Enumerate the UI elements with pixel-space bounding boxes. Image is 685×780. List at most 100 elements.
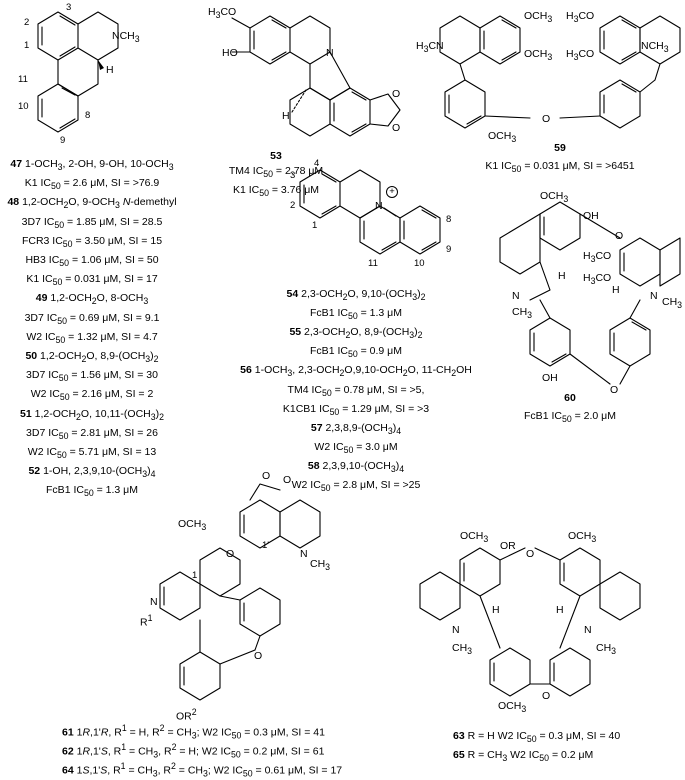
- atom-number-3: 3: [66, 2, 72, 13]
- list-item: 48 1,2-OCH2O, 9-OCH3 N-demethyl: [7, 196, 177, 211]
- list-item: 64 1S,1'S, R1 = CH3, R2 = CH3; W2 IC50 =…: [62, 761, 343, 779]
- list-item: K1 IC50 = 0.031 μM, SI = 17: [26, 273, 158, 288]
- h3co-label: H3CO: [583, 272, 612, 287]
- o-label: O: [254, 650, 263, 662]
- h-label: H: [612, 284, 620, 296]
- o-label: O: [262, 470, 271, 482]
- compound-59-activity: K1 IC50 = 0.031 μM, SI = >6451: [485, 160, 635, 175]
- list-item: 51 1,2-OCH2O, 10,11-(OCH3)2: [20, 407, 164, 422]
- list-item: FcB1 IC50 = 0.9 μM: [310, 345, 402, 360]
- n-label: N: [650, 290, 658, 302]
- atom-number-10: 10: [18, 101, 29, 112]
- h-label: H: [492, 604, 500, 616]
- ch3-label: CH3: [310, 558, 331, 573]
- ch3-label: CH3: [452, 642, 473, 657]
- atom-number-8: 8: [85, 110, 91, 121]
- list-item: 62 1R,1'S, R1 = CH3, R2 = H; W2 IC50 = 0…: [62, 742, 325, 760]
- list-item: W2 IC50 = 1.32 μM, SI = 4.7: [26, 330, 158, 345]
- list-item: 58 2,3,9,10-(OCH3)4: [307, 459, 405, 474]
- och3-label: OCH3: [540, 190, 569, 205]
- list-item: 3D7 IC50 = 2.81 μM, SI = 26: [26, 426, 158, 441]
- r1-label: R1: [140, 613, 153, 629]
- list-item: W2 IC50 = 2.16 μM, SI = 2: [30, 388, 154, 403]
- o-label: O: [392, 88, 401, 100]
- atom-number-1: 1: [24, 40, 30, 51]
- n-label: N: [300, 548, 308, 560]
- list-item: 3D7 IC50 = 1.85 μM, SI = 28.5: [21, 215, 163, 230]
- list-item: 63 R = H W2 IC50 = 0.3 μM, SI = 40: [453, 730, 621, 745]
- atom-number-1: 1: [312, 220, 318, 231]
- n-label: N: [512, 290, 520, 302]
- nch3-label: NCH3: [641, 40, 669, 55]
- och3-label: OCH3: [568, 530, 597, 545]
- list-item: 49 1,2-OCH2O, 8-OCH3: [35, 292, 149, 307]
- list-item: FcB1 IC50 = 1.3 μM: [46, 484, 138, 499]
- h3co-label: H3CO: [208, 6, 237, 21]
- structure-47: [37, 11, 119, 133]
- structure-63: [419, 547, 641, 697]
- structure-54: [299, 169, 441, 255]
- ch3-label: CH3: [512, 306, 533, 321]
- stereocenter-label: 1: [192, 570, 198, 581]
- list-item: 54 2,3-OCH2O, 9,10-(OCH3)2: [286, 288, 426, 303]
- o-label: O: [542, 690, 551, 702]
- compound-59-label: 59: [554, 142, 566, 154]
- atom-number-3: 3: [290, 170, 296, 181]
- o-label: O: [542, 113, 551, 125]
- h3co-label: H3CO: [566, 48, 595, 63]
- or2-label: OR2: [176, 707, 197, 723]
- compound-53-activity: TM4 IC50 = 2.78 μM: [228, 165, 324, 180]
- compound-53-activity: K1 IC50 = 3.76 μM: [232, 184, 320, 199]
- och3-label: OCH3: [524, 10, 553, 25]
- atom-number-10: 10: [414, 258, 425, 269]
- list-item: K1 IC50 = 2.6 μM, SI = >76.9: [24, 177, 160, 192]
- compound-53-label: 53: [270, 150, 282, 162]
- structure-59: [439, 15, 681, 129]
- list-item: HB3 IC50 = 1.06 μM, SI = 50: [25, 254, 159, 269]
- list-item: K1CB1 IC50 = 1.29 μM, SI = >3: [282, 402, 430, 417]
- o-label: O: [392, 122, 401, 134]
- structure-61: [159, 483, 321, 701]
- h3co-label: H3CO: [583, 250, 612, 265]
- och3-label: OCH3: [460, 530, 489, 545]
- n-label: N: [326, 47, 334, 59]
- positive-charge-icon: +: [386, 186, 398, 198]
- h3co-label: H3CO: [566, 10, 595, 25]
- o-label: O: [610, 384, 619, 396]
- atom-number-9: 9: [60, 135, 66, 146]
- stereocenter-label: 1': [262, 540, 270, 551]
- list-item: TM4 IC50 = 0.78 μM, SI = >5,: [287, 383, 425, 398]
- ch3-label: CH3: [596, 642, 617, 657]
- ch3-label: CH3: [662, 296, 683, 311]
- list-item: 56 1-OCH3, 2,3-OCH2O,9,10-OCH2O, 11-CH2O…: [240, 364, 472, 379]
- list-item: 3D7 IC50 = 1.56 μM, SI = 30: [26, 369, 158, 384]
- o-label: O: [226, 548, 235, 560]
- list-item: 52 1-OH, 2,3,9,10-(OCH3)4: [28, 465, 156, 480]
- list-item: 65 R = CH3 W2 IC50 = 0.2 μM: [453, 749, 594, 764]
- n-label: N: [584, 624, 592, 636]
- n-label: N: [452, 624, 460, 636]
- atom-number-2: 2: [290, 200, 296, 211]
- list-item: 47 1-OCH3, 2-OH, 9-OH, 10-OCH3: [10, 158, 174, 173]
- h-label: H: [282, 110, 290, 122]
- atom-number-8: 8: [446, 214, 452, 225]
- o-label: O: [283, 474, 292, 486]
- or-label: OR: [500, 540, 516, 552]
- h-label: H: [106, 64, 114, 76]
- n-label: N: [375, 200, 383, 212]
- atom-number-11: 11: [368, 258, 378, 269]
- o-label: O: [526, 548, 535, 560]
- list-item: 50 1,2-OCH2O, 8,9-(OCH3)2: [25, 350, 159, 365]
- list-item: 61 1R,1'R, R1 = H, R2 = CH3; W2 IC50 = 0…: [62, 723, 325, 741]
- och3-label: OCH3: [488, 130, 517, 145]
- list-item: W2 IC50 = 2.8 μM, SI = >25: [291, 479, 421, 494]
- o-label: O: [615, 230, 624, 242]
- list-item: W2 IC50 = 3.0 μM: [314, 440, 398, 455]
- list-item: FcB1 IC50 = 1.3 μM: [310, 307, 402, 322]
- list-item: 3D7 IC50 = 0.69 μM, SI = 9.1: [24, 311, 160, 326]
- list-item: FCR3 IC50 = 3.50 μM, SI = 15: [21, 234, 163, 249]
- ho-label: HO: [222, 47, 238, 59]
- list-item: 57 2,3,8,9-(OCH3)4: [310, 421, 402, 436]
- och3-label: OCH3: [524, 48, 553, 63]
